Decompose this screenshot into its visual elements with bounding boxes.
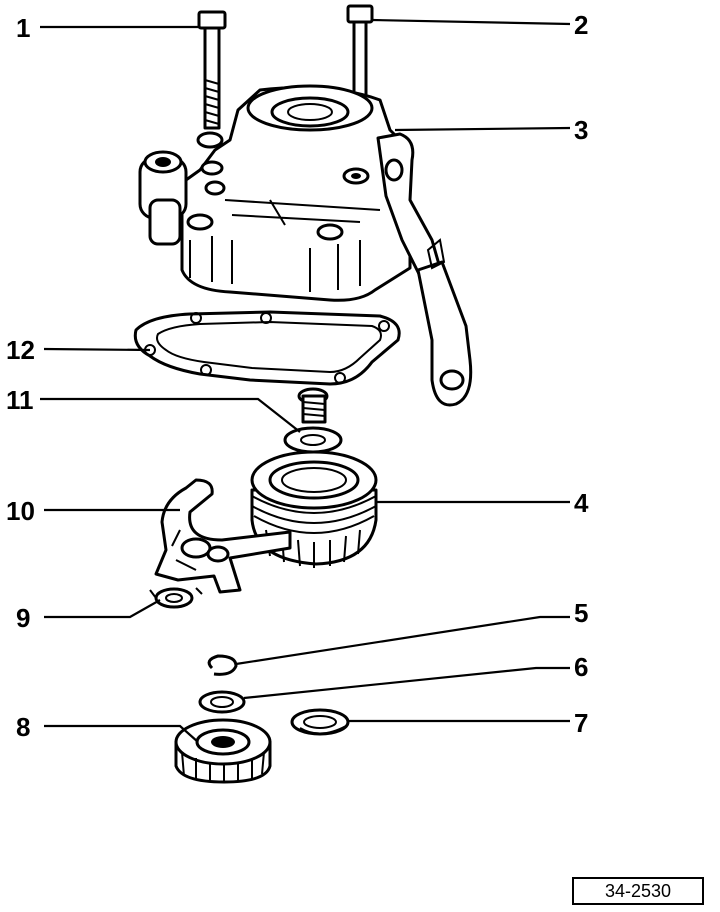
callout-3: 3 [574, 115, 588, 145]
callout-2: 2 [574, 10, 588, 40]
part-12-gasket [133, 310, 401, 386]
leader-5 [235, 615, 570, 666]
callout-1: 1 [16, 13, 30, 43]
part-7-spring-ring [290, 708, 350, 736]
part-6-washer [198, 690, 246, 714]
callout-7: 7 [574, 708, 588, 738]
part-5-circlip [207, 654, 238, 676]
leader-9 [44, 599, 161, 619]
callout-4: 4 [574, 488, 589, 518]
part-1-bolt [197, 10, 227, 130]
leader-12 [43, 347, 151, 352]
callout-11: 11 [6, 385, 34, 415]
leader-11 [40, 397, 301, 433]
callout-12: 12 [6, 335, 35, 365]
leader-lines [40, 18, 571, 743]
reference-number-box: 34-2530 [572, 877, 704, 905]
part-8-gear [174, 718, 272, 784]
leader-3 [394, 126, 571, 132]
part-3-housing [138, 84, 473, 407]
callout-labels: 1 2 3 4 5 6 7 8 9 10 11 12 [6, 10, 589, 742]
callout-5: 5 [574, 598, 588, 628]
callout-8: 8 [16, 712, 30, 742]
part-11-bolt-washer [283, 387, 343, 454]
part-9-clip [149, 587, 203, 609]
callout-10: 10 [6, 496, 35, 526]
washer-bolt-1 [196, 131, 224, 149]
leader-8 [44, 724, 199, 743]
callout-6: 6 [574, 652, 588, 682]
leader-6 [243, 666, 570, 700]
part-4-gear-assembly [250, 450, 378, 568]
reference-number: 34-2530 [604, 880, 672, 901]
part-10-fork [154, 478, 292, 594]
callout-9: 9 [16, 603, 30, 633]
leader-2 [371, 18, 571, 26]
